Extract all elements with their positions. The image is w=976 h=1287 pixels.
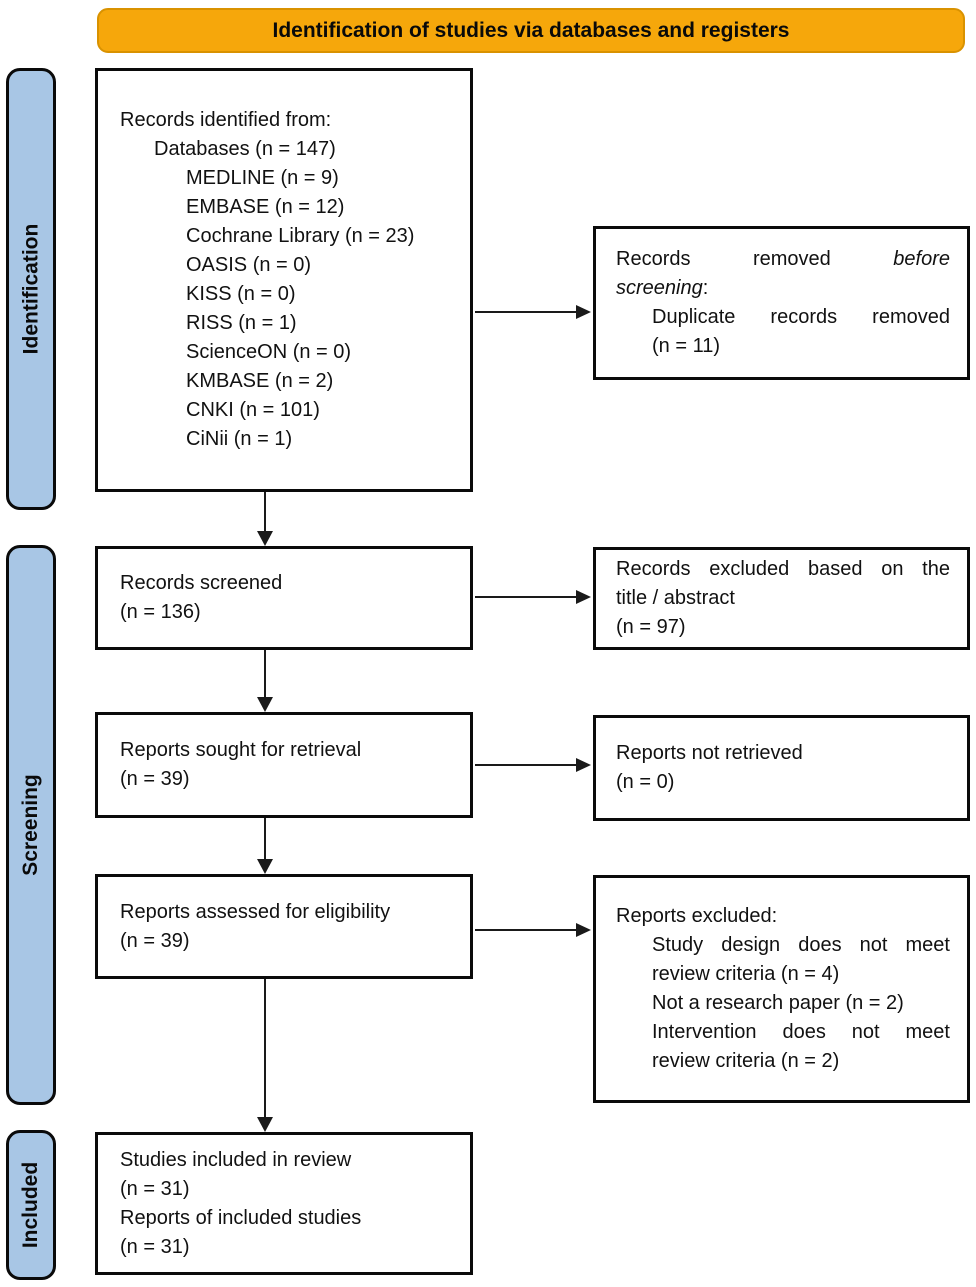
text-line: Studies included in review [120,1148,352,1171]
text-line: Reports assessed for eligibility [120,900,391,923]
text-line: (n = 0) [616,771,675,793]
arrow-sought-to-assessed [264,818,266,860]
box-records-screened: Records screened (n = 136) [95,546,473,650]
box-records-identified: Records identified from: Databases (n = … [95,68,473,492]
text-line: Records excluded based on the [616,558,950,580]
box-reports-sought: Reports sought for retrieval (n = 39) [95,712,473,818]
box-reports-assessed: Reports assessed for eligibility (n = 39… [95,874,473,979]
text-line: Reports not retrieved [616,742,803,764]
arrow-identified-to-removed [475,311,577,313]
text-line: Duplicate records removed [652,306,950,328]
text-line: CiNii (n = 1) [186,428,293,450]
text-line: review criteria (n = 2) [652,1050,840,1072]
stage-label-included: Included [19,1161,42,1249]
stage-bar-identification: Identification [6,68,56,510]
arrow-sought-to-not-retrieved [475,764,577,766]
text-line: (n = 39) [120,929,190,952]
text-line: (n = 31) [120,1177,190,1200]
text-fragment: Records removed [616,248,831,270]
arrowhead-down-icon [257,859,273,874]
arrow-assessed-to-excluded [475,929,577,931]
text-line: (n = 136) [120,601,201,623]
box-records-excluded-title-abstract: Records excluded based on the title / ab… [593,547,970,650]
box-reports-not-retrieved: Reports not retrieved (n = 0) [593,715,970,821]
text-line: Records removed before [616,245,950,274]
text-line: review criteria (n = 4) [652,963,840,985]
text-line: OASIS (n = 0) [186,254,312,276]
text-line: KISS (n = 0) [186,283,296,305]
arrowhead-right-icon [576,758,591,772]
text-line: Reports sought for retrieval [120,739,362,761]
text-line: Databases (n = 147) [154,138,336,160]
arrowhead-down-icon [257,531,273,546]
text-line: Cochrane Library (n = 23) [186,225,415,247]
banner-title-label: Identification of studies via databases … [272,18,790,42]
arrow-identified-to-screened [264,492,266,532]
text-line: Not a research paper (n = 2) [652,992,904,1014]
stage-bar-included: Included [6,1130,56,1280]
banner-title: Identification of studies via databases … [97,8,965,53]
text-line: Intervention does not meet [652,1021,950,1043]
arrowhead-right-icon [576,590,591,604]
box-studies-included: Studies included in review (n = 31) Repo… [95,1132,473,1275]
text-line: Records identified from: [120,109,332,131]
text-line: MEDLINE (n = 9) [186,167,339,189]
text-line: (n = 39) [120,768,190,790]
text-line: ScienceON (n = 0) [186,341,352,363]
text-line: Reports of included studies [120,1206,362,1229]
text-line: RISS (n = 1) [186,312,297,334]
text-line: CNKI (n = 101) [186,399,320,421]
box-reports-excluded: Reports excluded: Study design does not … [593,875,970,1103]
text-line: Reports excluded: [616,905,778,927]
arrowhead-down-icon [257,1117,273,1132]
arrowhead-down-icon [257,697,273,712]
box-records-removed: Records removed before screening: Duplic… [593,226,970,380]
text-line: EMBASE (n = 12) [186,196,345,218]
arrow-screened-to-sought [264,650,266,698]
text-fragment: : [702,277,709,299]
text-line: title / abstract [616,587,735,609]
stage-label-screening: Screening [19,774,43,876]
text-line: screening: [616,274,950,303]
text-line: (n = 97) [616,616,686,638]
text-fragment-italic: screening [616,277,703,299]
text-line: Records screened [120,572,283,594]
arrow-assessed-to-included [264,979,266,1118]
text-line: KMBASE (n = 2) [186,370,334,392]
text-fragment-italic: before [893,248,950,270]
text-line: (n = 11) [652,335,720,357]
arrowhead-right-icon [576,305,591,319]
stage-bar-screening: Screening [6,545,56,1105]
text-line: Study design does not meet [652,934,950,956]
arrowhead-right-icon [576,923,591,937]
arrow-screened-to-excluded [475,596,577,598]
text-line: (n = 31) [120,1235,190,1258]
stage-label-identification: Identification [19,223,43,355]
